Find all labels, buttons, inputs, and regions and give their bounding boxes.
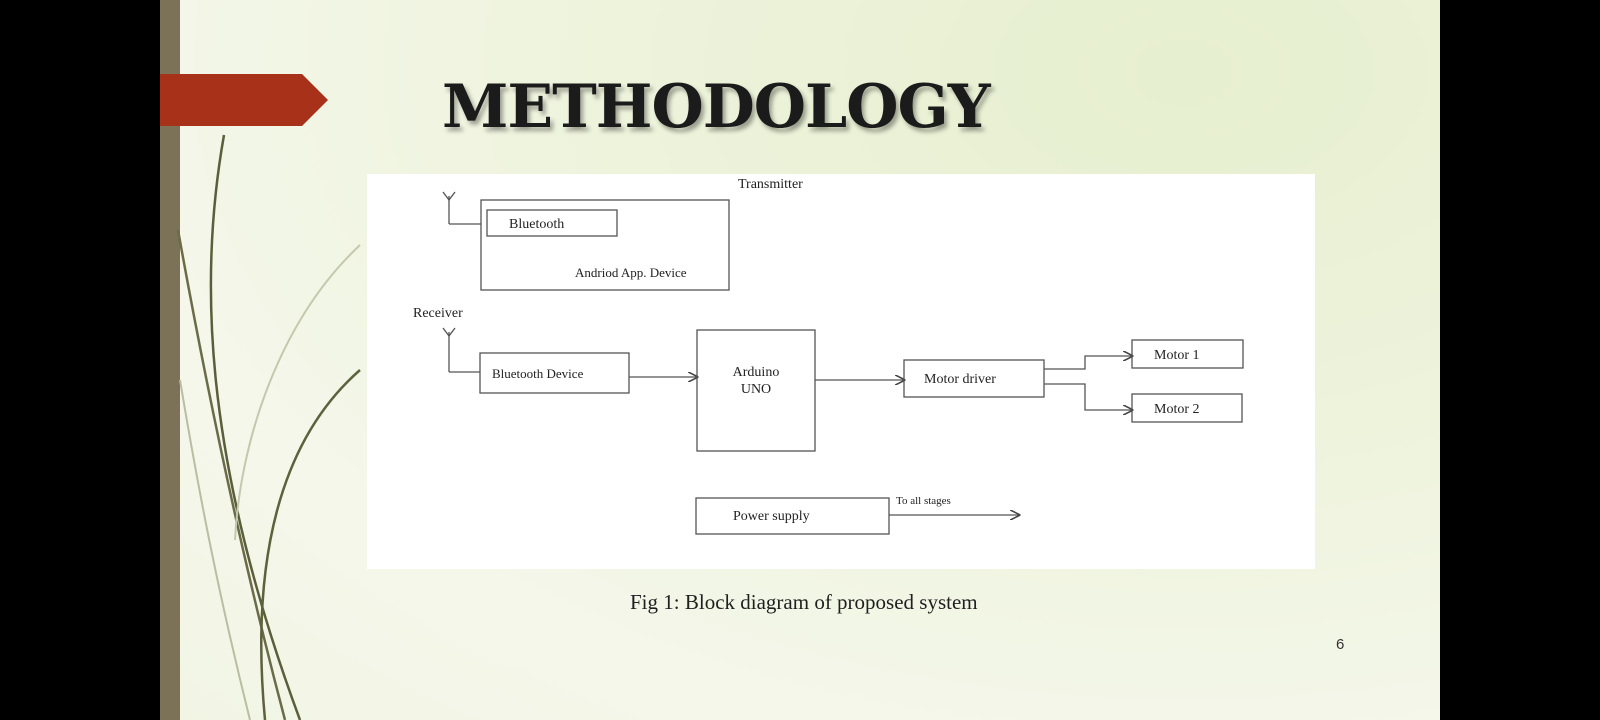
motor1-box bbox=[1131, 339, 1244, 369]
block-diagram-svg: Transmitter Bluetooth Andriod App. Devic… bbox=[413, 177, 1244, 535]
motor-driver-label: Motor driver bbox=[924, 372, 996, 387]
motor-driver-box bbox=[903, 359, 1045, 398]
android-device-box bbox=[480, 199, 730, 291]
to-all-stages-label: To all stages bbox=[896, 495, 951, 507]
slide-title: METHODOLOGY bbox=[442, 72, 991, 142]
figure-caption: Fig 1: Block diagram of proposed system bbox=[630, 590, 978, 614]
power-supply-label: Power supply bbox=[733, 509, 810, 524]
left-accent-bar bbox=[160, 0, 180, 720]
tx-bluetooth-label: Bluetooth bbox=[509, 217, 564, 232]
slide: METHODOLOGY Transmitter Bluetooth Andrio… bbox=[160, 0, 1440, 720]
block-diagram: Transmitter Bluetooth Andriod App. Devic… bbox=[367, 174, 1315, 569]
arduino-label-line2: UNO bbox=[741, 382, 771, 397]
arduino-label-line1: Arduino bbox=[733, 365, 780, 380]
driver-to-motor1-arrow bbox=[1044, 356, 1132, 370]
tx-device-label: Andriod App. Device bbox=[575, 265, 687, 280]
transmitter-label: Transmitter bbox=[738, 177, 803, 192]
motor1-label: Motor 1 bbox=[1154, 348, 1200, 363]
motor2-box bbox=[1131, 393, 1243, 423]
arduino-box bbox=[696, 329, 816, 452]
power-supply-box bbox=[695, 497, 890, 535]
page-number: 6 bbox=[1336, 636, 1345, 653]
bluetooth-device-label: Bluetooth Device bbox=[492, 366, 584, 381]
accent-arrow-shape bbox=[160, 74, 328, 126]
transmitter-antenna-icon bbox=[442, 191, 481, 225]
decorative-curves bbox=[176, 134, 361, 720]
tx-bluetooth-box bbox=[486, 209, 618, 237]
bluetooth-device-box bbox=[479, 352, 630, 394]
receiver-antenna-icon bbox=[442, 327, 480, 373]
motor2-label: Motor 2 bbox=[1154, 402, 1200, 417]
driver-to-motor2-arrow bbox=[1044, 383, 1132, 410]
receiver-label: Receiver bbox=[413, 306, 463, 321]
